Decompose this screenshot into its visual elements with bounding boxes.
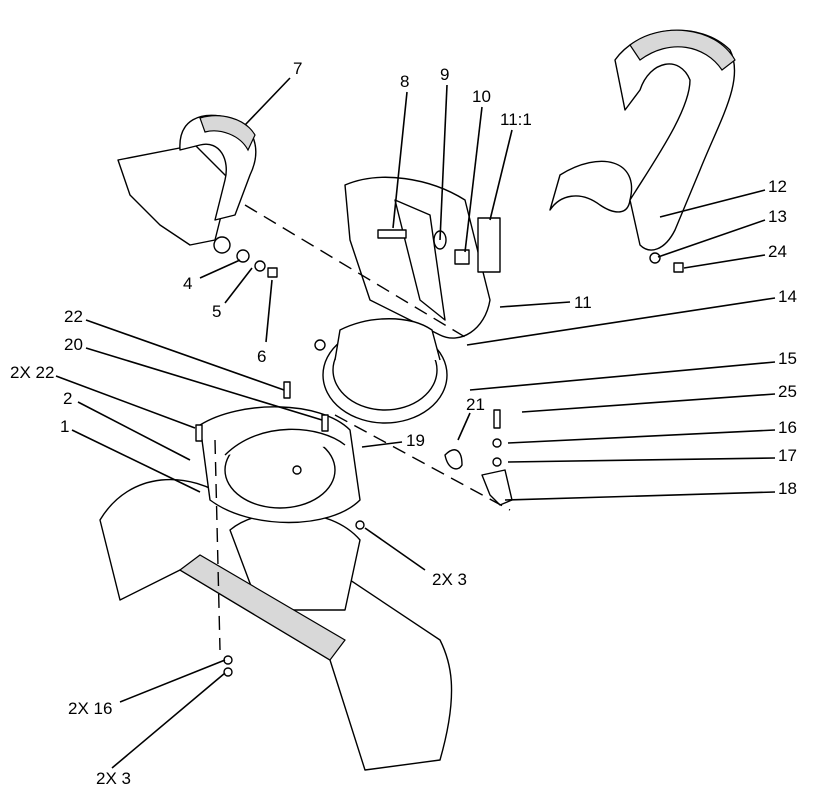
callout-2x3-upper: 2X 3 (432, 570, 467, 589)
callout-11: 11 (574, 293, 592, 312)
callout-22: 22 (64, 307, 83, 326)
decal-11-1 (477, 217, 501, 273)
callout-14: 14 (778, 287, 797, 306)
callout-17: 17 (778, 446, 797, 465)
part-1-housing (99, 406, 453, 771)
part-hardware-right (444, 409, 513, 506)
callout-7: 7 (293, 59, 302, 78)
callout-18: 18 (778, 479, 797, 498)
callout-11-1: 11:1 (500, 110, 532, 129)
callout-13: 13 (768, 207, 787, 226)
part-bolts-left (195, 381, 365, 677)
callout-2: 2 (63, 389, 72, 408)
part-15-chute-ring (314, 318, 448, 424)
callout-6: 6 (257, 347, 266, 366)
callout-10: 10 (472, 87, 491, 106)
callout-1: 1 (60, 417, 69, 436)
callout-8: 8 (400, 72, 409, 91)
part-12-deflector (549, 29, 736, 273)
callout-labels: 7 8 9 10 11:1 12 13 24 4 5 6 11 14 22 20… (10, 59, 797, 788)
assembly-line (334, 414, 511, 511)
callout-21: 21 (466, 395, 485, 414)
callout-15: 15 (778, 349, 797, 368)
assembly-line (214, 439, 221, 651)
callout-16: 16 (778, 418, 797, 437)
leader-lines (55, 77, 776, 769)
part-7-handle-deflector (117, 114, 278, 278)
callout-24: 24 (768, 242, 787, 261)
callout-9: 9 (440, 65, 449, 84)
callout-4: 4 (183, 274, 192, 293)
callout-2x16: 2X 16 (68, 699, 112, 718)
callout-5: 5 (212, 302, 221, 321)
callout-2x22: 2X 22 (10, 363, 54, 382)
callout-19: 19 (406, 431, 425, 450)
callout-12: 12 (768, 177, 787, 196)
part-11-upper-chute (344, 176, 501, 339)
callout-25: 25 (778, 382, 797, 401)
callout-2x3-lower: 2X 3 (96, 769, 131, 788)
callout-20: 20 (64, 335, 83, 354)
